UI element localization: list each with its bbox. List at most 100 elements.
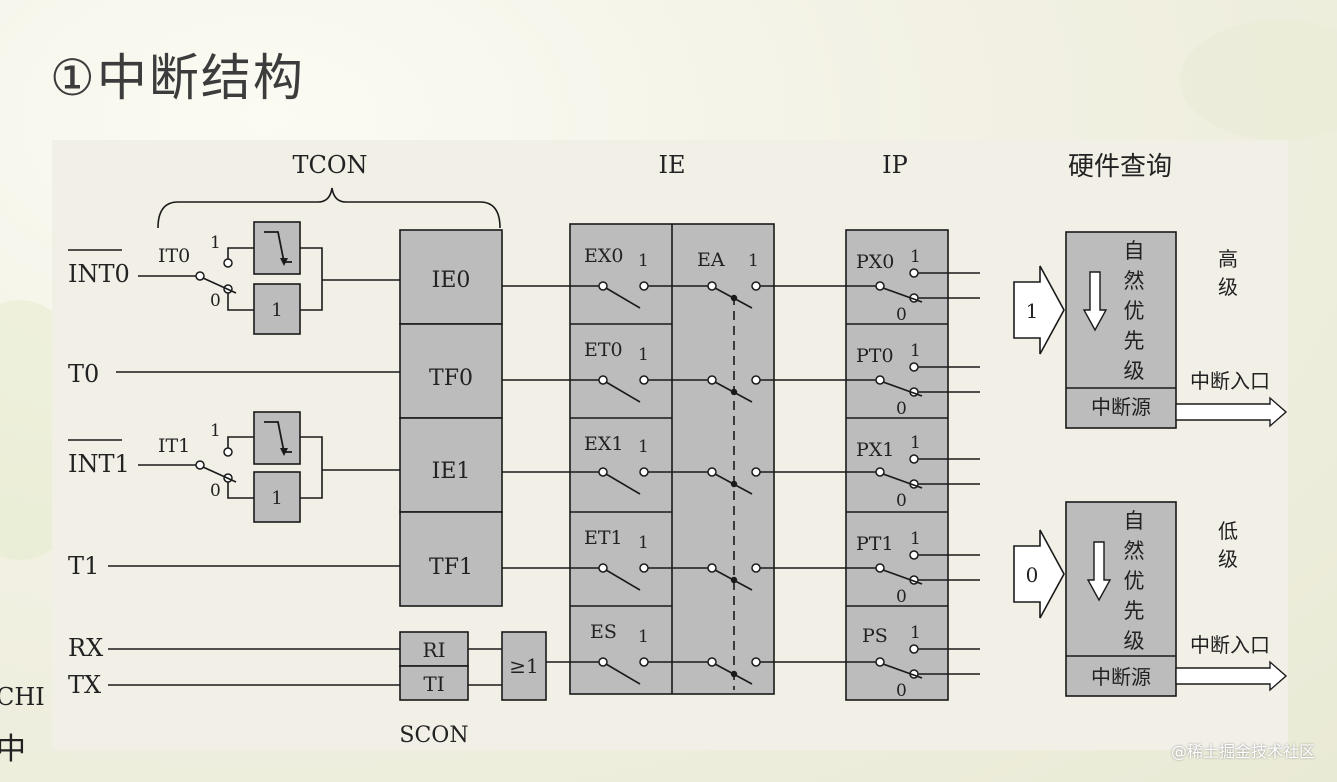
tcon-header: TCON [292, 151, 367, 179]
int0-trigger-select: IT0 1 0 1 [138, 221, 400, 335]
ip-zero-label: 0 [896, 587, 907, 607]
switch-one-label: 1 [638, 627, 649, 647]
interrupt-entry-label: 中断入口 [1190, 369, 1270, 393]
ip-switch-row: 10 [846, 341, 980, 419]
input-int1: INT1 [68, 450, 130, 478]
tcon-brace [157, 187, 501, 229]
interrupt-structure-diagram: TCON IE IP 硬件查询 INT0 T0 INT1 T1 RX TX IT… [52, 140, 1288, 750]
ip-one-label: 1 [910, 247, 921, 267]
input-int0: INT0 [68, 260, 130, 288]
input-tx: TX [68, 671, 101, 699]
side-text-fragment: CHI [0, 683, 45, 711]
switch-one-label: 1 [638, 437, 649, 457]
ip-switch-row: 10 [846, 247, 980, 325]
ie-switch-row: 1 [570, 437, 846, 495]
flag-ie1: IE1 [432, 459, 471, 484]
ip-register: PX0 PT0 PX1 PT1 PS [845, 229, 949, 701]
ie-switch-row: 1 [570, 345, 846, 403]
side-text-fragment: 中 [0, 732, 26, 767]
ip-switch-row: 10 [846, 623, 980, 701]
level-trigger-box [253, 283, 301, 335]
input-t1: T1 [68, 552, 99, 580]
ie-header: IE [659, 151, 686, 179]
watermark: @稀土掘金技术社区 [1170, 742, 1315, 761]
scon-label: SCON [399, 723, 468, 748]
svg-text:0: 0 [210, 481, 221, 501]
ip-bit-ps: PS [862, 625, 888, 647]
flag-ti: TI [423, 672, 444, 696]
svg-text:0: 0 [1026, 563, 1039, 587]
switch-one-label: 1 [638, 251, 649, 271]
high-level-label: 高级 [1218, 247, 1238, 299]
down-arrow-icon [1086, 541, 1112, 602]
ip-bit-px1: PX1 [856, 439, 894, 461]
level-1-arrow [1013, 265, 1065, 355]
edge-trigger-box [253, 221, 301, 275]
svg-text:1: 1 [210, 421, 221, 441]
svg-text:1: 1 [271, 488, 282, 509]
slide-title: ①中断结构 [50, 49, 305, 107]
flag-ri: RI [423, 638, 446, 662]
int1-trigger-select: IT1 1 0 1 [138, 411, 400, 523]
svg-text:IT0: IT0 [158, 245, 190, 267]
svg-text:0: 0 [210, 291, 221, 311]
level-trigger-box [253, 471, 301, 523]
ip-switch-row: 10 [846, 529, 980, 607]
ip-bit-px0: PX0 [856, 251, 894, 273]
natural-priority-text: 自然优先级 [1124, 239, 1145, 383]
or-gate [501, 631, 547, 701]
edge-trigger-box [253, 411, 301, 465]
natural-priority-text: 自然优先级 [1124, 509, 1145, 653]
svg-text:1: 1 [210, 233, 221, 253]
svg-text:1: 1 [1026, 299, 1039, 323]
svg-text:1: 1 [271, 300, 282, 321]
ie-register: EX0 ET0 EX1 ET1 ES EA [569, 223, 775, 695]
input-t0: T0 [68, 360, 99, 388]
low-level-label: 低级 [1218, 519, 1238, 571]
svg-text:IT1: IT1 [158, 435, 190, 457]
ie-bit-es: ES [590, 621, 617, 643]
ie-switch-row: 1 [570, 627, 846, 685]
ip-one-label: 1 [910, 341, 921, 361]
ie-switch-row: 1 [570, 533, 846, 591]
ie-bit-et1: ET1 [584, 527, 623, 549]
entry-arrow-icon [1175, 396, 1288, 428]
ip-bit-pt1: PT1 [856, 533, 894, 555]
ip-one-label: 1 [910, 433, 921, 453]
ip-zero-label: 0 [896, 491, 907, 511]
interrupt-source-label: 中断源 [1091, 395, 1151, 419]
high-priority-group: 1 自然优先级 中断源 高级 中断入口 [1013, 231, 1288, 429]
switch-one-label: 1 [638, 533, 649, 553]
hw-query-header: 硬件查询 [1068, 152, 1172, 182]
ip-header: IP [882, 151, 908, 179]
interrupt-source-label: 中断源 [1091, 665, 1151, 689]
flag-tf0: TF0 [429, 366, 473, 391]
ip-zero-label: 0 [896, 399, 907, 419]
input-rx: RX [68, 634, 103, 662]
low-priority-group: 0 自然优先级 中断源 低级 中断入口 [1013, 501, 1288, 697]
ea-one-label: 1 [748, 251, 759, 271]
level-0-arrow [1013, 529, 1065, 619]
interrupt-entry-label: 中断入口 [1190, 633, 1270, 657]
ip-zero-label: 0 [896, 681, 907, 701]
flag-ie0: IE0 [432, 268, 471, 293]
svg-text:≥1: ≥1 [509, 654, 538, 678]
ie-bit-ex1: EX1 [584, 433, 623, 455]
switch-one-label: 1 [638, 345, 649, 365]
ie-bit-ex0: EX0 [584, 245, 623, 267]
ip-zero-label: 0 [896, 305, 907, 325]
ie-bit-et0: ET0 [584, 339, 623, 361]
diagram-canvas: TCON IE IP 硬件查询 INT0 T0 INT1 T1 RX TX IT… [68, 151, 1288, 748]
ip-one-label: 1 [910, 529, 921, 549]
ip-switch-row: 10 [846, 433, 980, 511]
ip-one-label: 1 [910, 623, 921, 643]
down-arrow-icon [1082, 271, 1108, 332]
ie-bit-ea: EA [697, 249, 725, 271]
flag-tf1: TF1 [429, 555, 473, 580]
ip-bit-pt0: PT0 [856, 345, 894, 367]
background-leaf [1180, 20, 1337, 140]
tcon-flags-column: IE0 TF0 IE1 TF1 [399, 229, 503, 607]
